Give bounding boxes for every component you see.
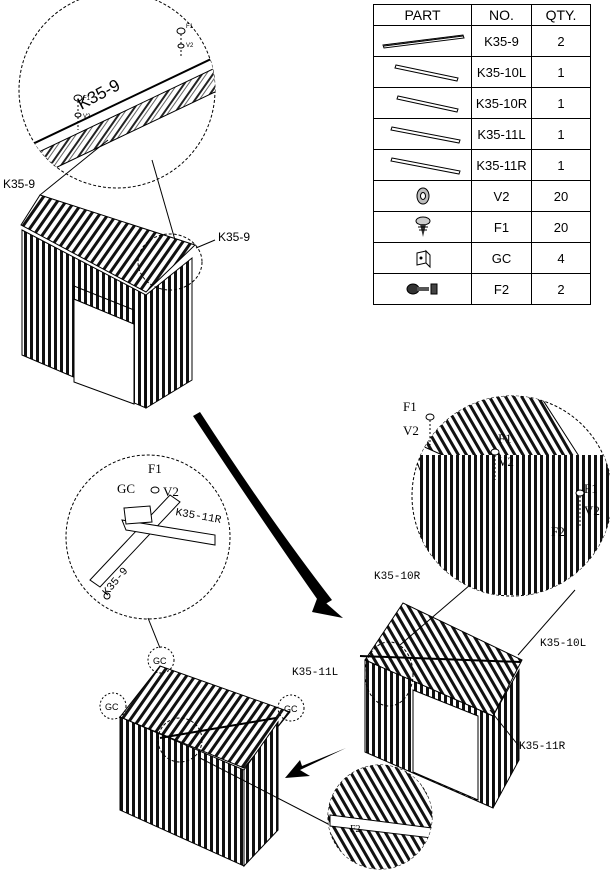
- part-no: V2: [471, 180, 532, 212]
- part-no: K35-11R: [471, 149, 532, 181]
- table-row: GC 4: [373, 242, 591, 274]
- rail-bar-left-icon: [373, 118, 472, 150]
- label-gc-d: GC: [284, 704, 298, 714]
- parts-table-header: PART NO. QTY.: [373, 4, 591, 26]
- part-no: K35-10L: [471, 56, 532, 88]
- table-row: K35-10R 1: [373, 87, 591, 119]
- table-row: F2 2: [373, 273, 591, 305]
- detail-circle-top: [18, 0, 216, 189]
- rail-bar-right-icon: [373, 87, 472, 119]
- label-f2-a: F2: [551, 524, 565, 539]
- header-no: NO.: [471, 4, 532, 26]
- curved-arrow-down: [193, 412, 332, 606]
- label-v2-f: V2: [163, 484, 179, 499]
- label-gc-a: GC: [117, 481, 136, 496]
- long-rail-bar-icon: [373, 25, 472, 57]
- washer-icon: [373, 180, 472, 212]
- table-row: K35-9 2: [373, 25, 591, 57]
- part-qty: 1: [531, 87, 591, 119]
- screw-icon: [373, 211, 472, 243]
- table-row: F1 20: [373, 211, 591, 243]
- part-qty: 4: [531, 242, 591, 274]
- table-row: K35-11R 1: [373, 149, 591, 181]
- bolt-nut-icon: [373, 273, 472, 305]
- label-k35-11l: K35-11L: [292, 667, 339, 679]
- rail-bar-right-icon: [373, 149, 472, 181]
- label-k35-9-left: K35-9: [3, 177, 36, 191]
- label-k35-10r: K35-10R: [374, 571, 421, 583]
- parts-table: PART NO. QTY. K35-9 2 K35-10L 1 K35-10R …: [373, 4, 591, 305]
- shed-right: [359, 584, 576, 809]
- label-v2-e: V2: [584, 503, 600, 518]
- part-no: K35-9: [471, 25, 532, 57]
- detail-circle-left: [65, 454, 231, 620]
- part-qty: 20: [531, 180, 591, 212]
- table-row: K35-11L 1: [373, 118, 591, 150]
- label-f1-e: F1: [584, 481, 598, 496]
- table-row: V2 20: [373, 180, 591, 212]
- label-f1-b: F1: [83, 96, 91, 102]
- arrow-left-down: [285, 748, 346, 778]
- shed-top-left: [20, 139, 216, 409]
- part-qty: 20: [531, 211, 591, 243]
- arrow-head-1: [312, 596, 343, 618]
- part-no: F1: [471, 211, 532, 243]
- label-v2-a: V2: [186, 43, 194, 49]
- part-no: K35-11L: [471, 118, 532, 150]
- header-part: PART: [373, 4, 472, 26]
- part-qty: 2: [531, 25, 591, 57]
- header-qty: QTY.: [531, 4, 591, 26]
- detail-circle-bottom: [327, 764, 433, 870]
- part-qty: 2: [531, 273, 591, 305]
- label-f2-b: F2: [350, 824, 361, 835]
- label-k35-11r: K35-11R: [519, 741, 566, 753]
- part-no: F2: [471, 273, 532, 305]
- shed-bottom-left: [99, 617, 331, 868]
- part-no: K35-10R: [471, 87, 532, 119]
- label-k35-10l: K35-10L: [540, 638, 587, 650]
- label-k35-9-right: K35-9: [218, 230, 251, 244]
- label-f1-d: F1: [498, 431, 512, 446]
- part-qty: 1: [531, 149, 591, 181]
- label-v2-b: V2: [83, 114, 91, 120]
- part-qty: 1: [531, 56, 591, 88]
- label-f1-a: F1: [186, 24, 194, 30]
- label-f1-f: F1: [148, 461, 162, 476]
- rail-bar-left-icon: [373, 56, 472, 88]
- part-no: GC: [471, 242, 532, 274]
- label-f1-c: F1: [403, 399, 417, 414]
- bracket-icon: [373, 242, 472, 274]
- table-row: K35-10L 1: [373, 56, 591, 88]
- label-gc-c: GC: [105, 702, 119, 712]
- label-v2-c: V2: [403, 423, 419, 438]
- label-gc-b: GC: [153, 656, 167, 666]
- detail-circle-right: [411, 395, 610, 597]
- label-v2-d: V2: [498, 454, 514, 469]
- part-qty: 1: [531, 118, 591, 150]
